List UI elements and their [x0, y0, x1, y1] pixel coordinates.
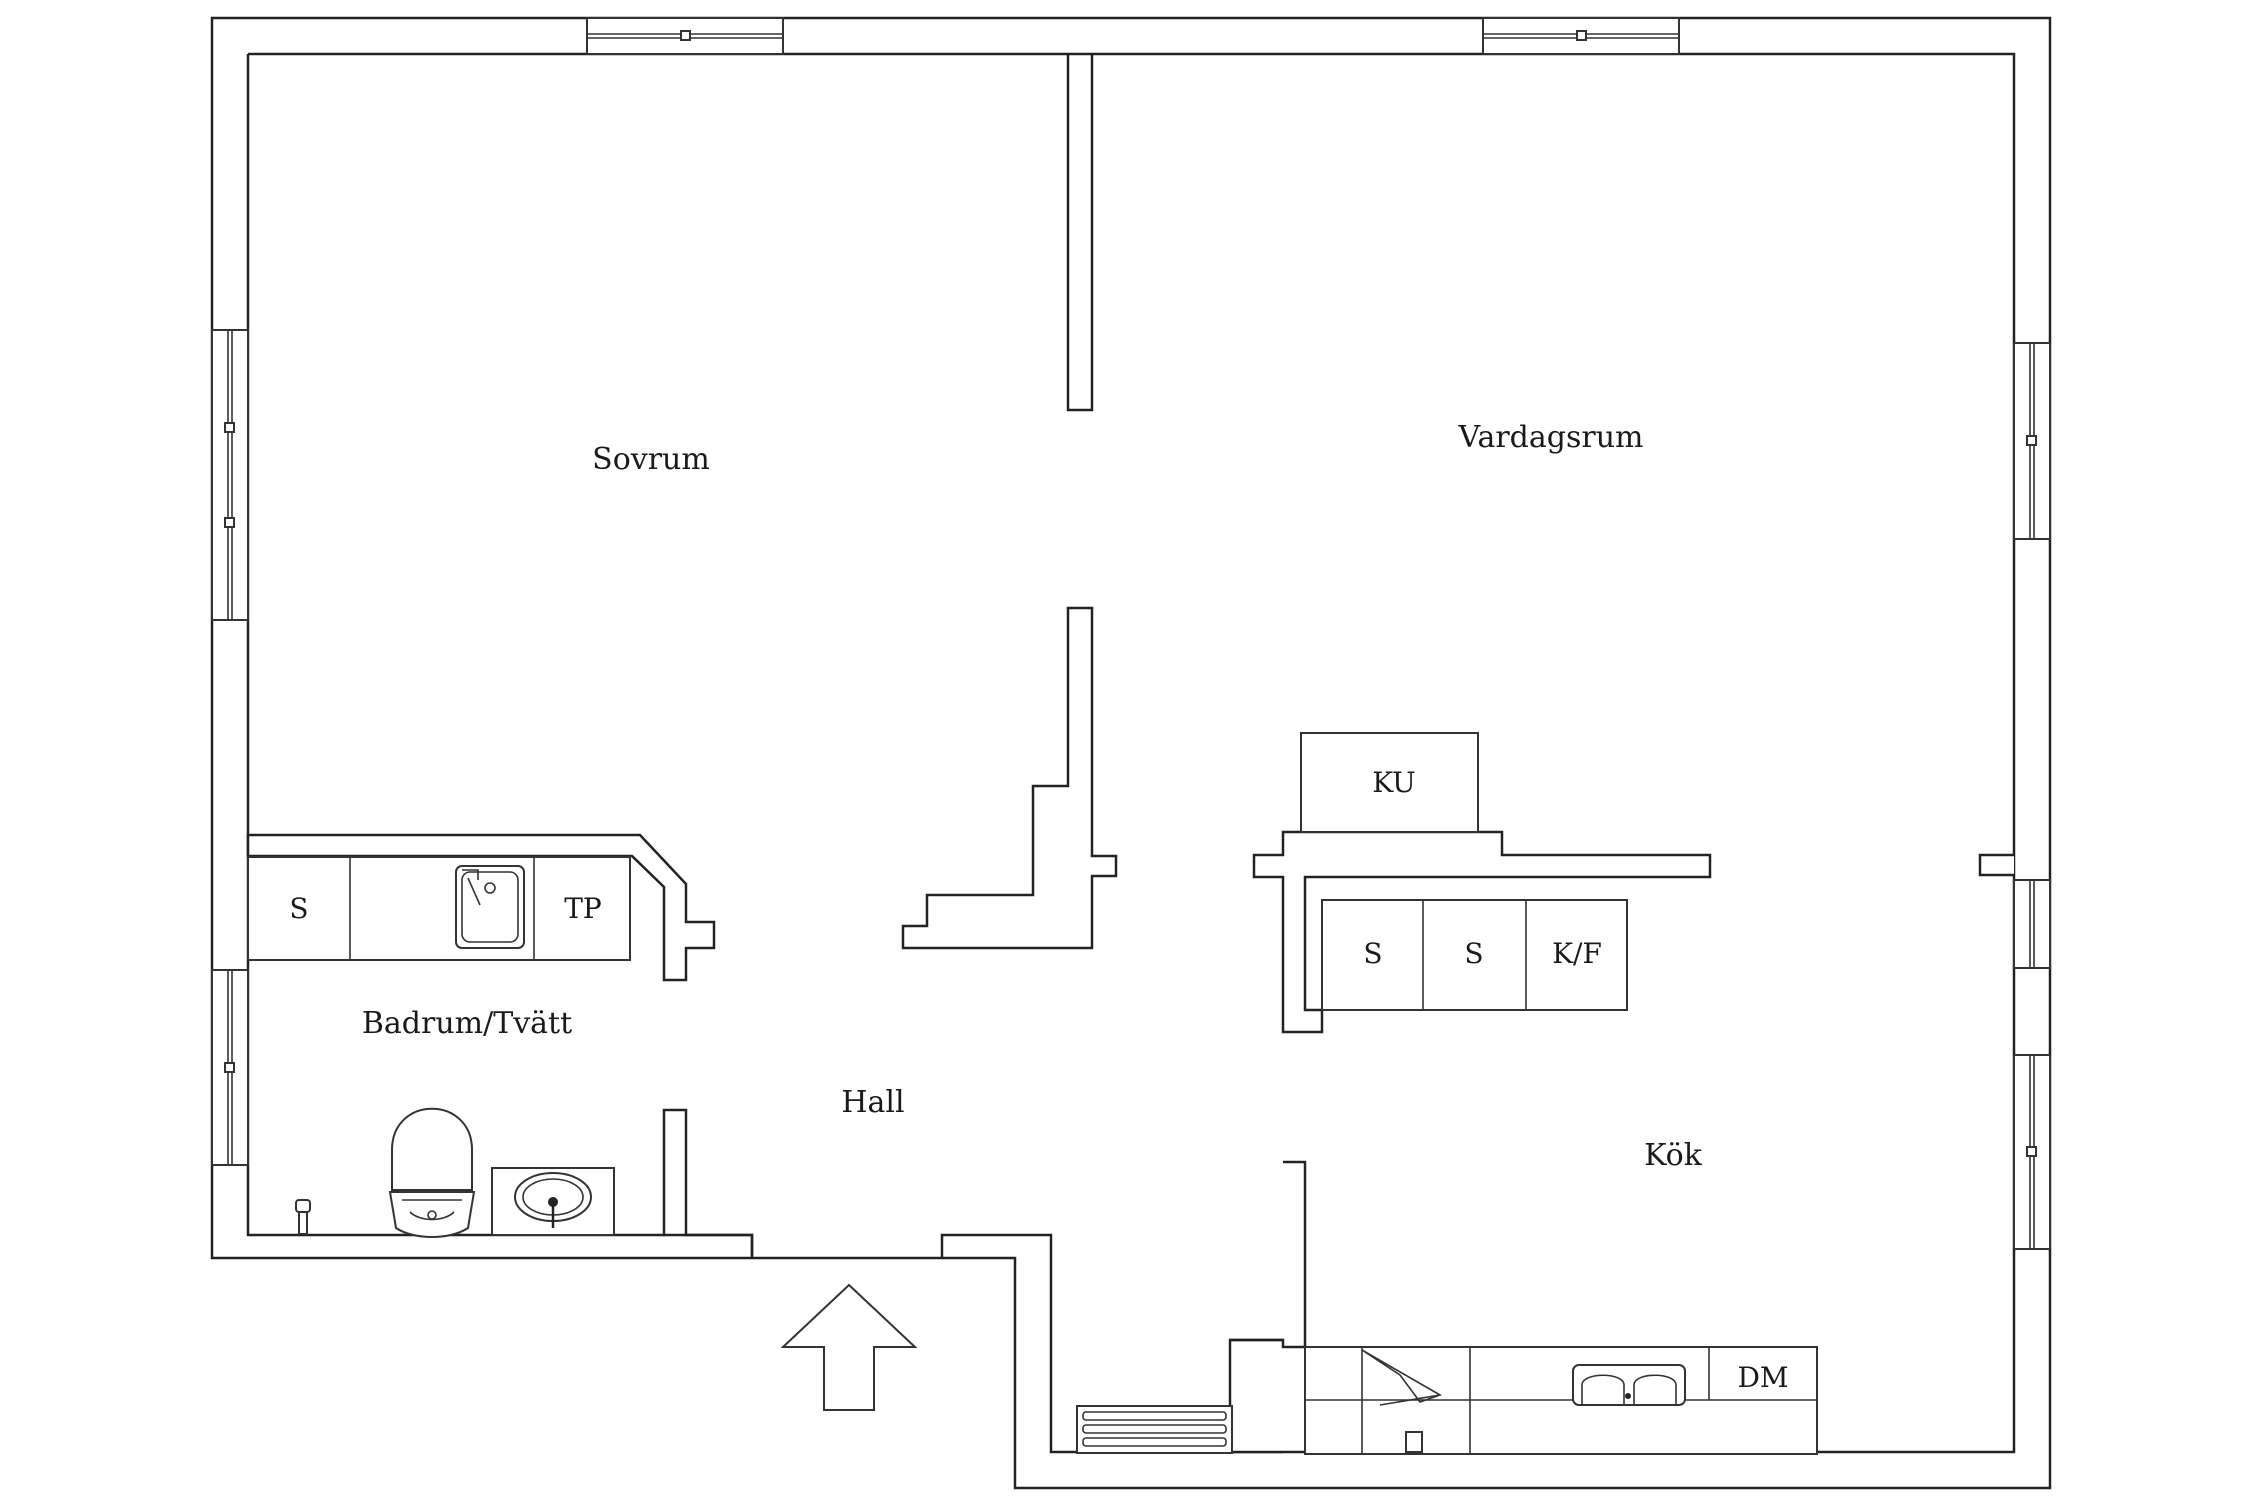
wall-divider-top [1066, 52, 1094, 412]
outer-wall-outer [210, 16, 2052, 1490]
dm-label: DM [1737, 1361, 1788, 1394]
room-label-sovrum: Sovrum [592, 442, 710, 477]
washbasin-icon [491, 1167, 615, 1236]
window-icon [2013, 1054, 2051, 1250]
window-icon [211, 969, 249, 1166]
bath-counter [247, 856, 631, 961]
bath-tp-label: TP [564, 892, 602, 925]
kitchen-s2-label: S [1464, 937, 1483, 970]
outer-wall-inner [246, 52, 2016, 1454]
ku-label: KU [1372, 766, 1416, 799]
utility-sink-icon [455, 865, 525, 949]
wall-divider-bottom [901, 606, 1118, 950]
radiator-icon [1076, 1405, 1233, 1454]
bath-s-label: S [289, 892, 308, 925]
tap-icon [295, 1199, 311, 1235]
window-icon [2013, 342, 2051, 540]
wall-hall-step [686, 1233, 754, 1258]
kitchen-sink-icon [1572, 1364, 1686, 1406]
entrance-arrow-icon [780, 1283, 918, 1411]
toilet-icon [388, 1107, 476, 1238]
kf-label: K/F [1552, 937, 1602, 970]
wall-kitchen-left [1228, 1160, 1307, 1454]
kitchen-cabinet-row [1321, 899, 1628, 1011]
room-label-kok: Kök [1644, 1138, 1703, 1173]
window-icon [2013, 879, 2051, 969]
wall-bathroom-lower [662, 1108, 688, 1237]
wall-bump-right [1978, 853, 2014, 877]
window-icon [211, 329, 249, 621]
stove-icon [1361, 1349, 1442, 1453]
kitchen-s1-label: S [1363, 937, 1382, 970]
room-label-vardagsrum: Vardagsrum [1458, 420, 1644, 455]
window-icon [1482, 17, 1680, 55]
ku-cabinet [1300, 732, 1479, 833]
room-label-badrum: Badrum/Tvätt [362, 1006, 572, 1041]
window-icon [586, 17, 784, 55]
wall-bathroom-top [246, 833, 716, 982]
room-label-hall: Hall [841, 1085, 904, 1120]
